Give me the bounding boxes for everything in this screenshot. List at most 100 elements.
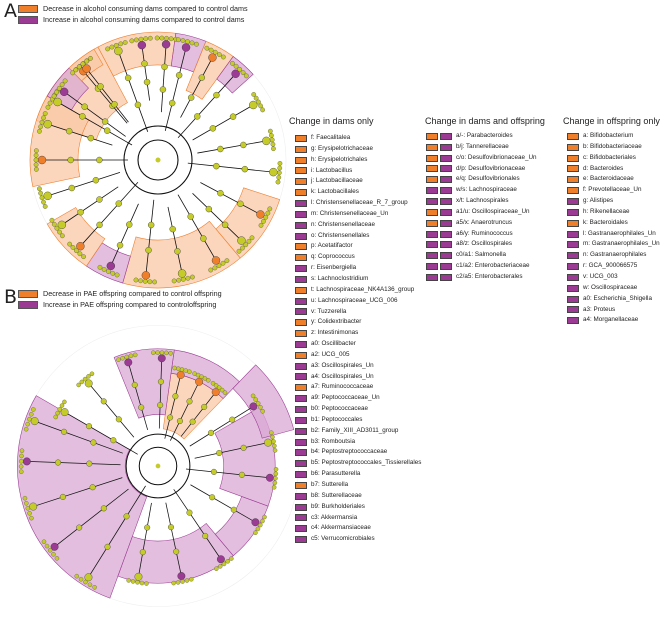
taxon-row: p: Acetatifactor (295, 241, 421, 252)
increase-swatch (440, 263, 452, 271)
tree-node (157, 354, 166, 363)
taxon-row: a: Bifidobacterium (567, 131, 660, 142)
root-node (155, 157, 161, 163)
tree-node (187, 213, 194, 220)
leaf-node (187, 369, 192, 374)
tree-branch (61, 186, 119, 226)
leaf-node (135, 580, 140, 585)
leaf-node (208, 267, 214, 273)
increase-swatch (295, 503, 307, 511)
tree-node (157, 402, 164, 409)
legend-item-decrease: Decrease in alcohol consuming dams compa… (18, 3, 248, 14)
taxon-label: d/p: Desulfovibrionaceae (456, 164, 526, 172)
tree-node (181, 43, 191, 52)
leaf-node (42, 111, 48, 116)
tree-branch (86, 68, 129, 123)
taxon-row: a5/x: Anaerotruncus (426, 218, 537, 229)
increase-swatch (440, 230, 452, 238)
leaf-node (273, 467, 279, 472)
leaf-node (62, 399, 67, 405)
increase-swatch (567, 263, 579, 271)
column-title-offspring-only: Change in offspring only (563, 116, 660, 126)
taxon-row: s: Lachnoclostridium (295, 274, 421, 285)
leaf-node (78, 577, 84, 582)
tree-node (210, 468, 217, 475)
taxon-row: b/j: Tannerellaceae (426, 142, 537, 153)
leaf-node (47, 548, 53, 553)
leaf-node (220, 260, 226, 266)
decrease-swatch (426, 176, 438, 184)
taxon-row: t: Lachnospiraceae_NK4A136_group (295, 285, 421, 296)
leaf-node (41, 539, 47, 544)
tree-node (262, 136, 271, 146)
tree-branch (197, 140, 267, 154)
leaf-node (82, 376, 88, 382)
tree-node (211, 388, 220, 397)
tree-branch (127, 362, 149, 431)
leaf-node (41, 115, 46, 121)
taxon-row: g: Alistipes (567, 196, 660, 207)
tree-node (141, 271, 151, 280)
taxon-label: n: Gastranaerophilales (583, 251, 647, 259)
tree-node (50, 542, 59, 551)
tree-branch (83, 70, 128, 124)
leaf-node (87, 582, 93, 587)
tree-node (159, 86, 167, 93)
leaf-node (51, 221, 57, 227)
tree-node (208, 429, 215, 436)
taxon-row: a/-: Parabacteroides (426, 131, 537, 142)
decrease-swatch (295, 178, 307, 186)
taxon-label: a8/z: Oscillospirales (456, 240, 512, 248)
taxon-label: v: Tuzzerella (311, 307, 347, 315)
leaf-node (54, 89, 59, 95)
leaf-node (73, 67, 79, 73)
decrease-swatch (295, 481, 307, 489)
leaf-node (84, 58, 89, 64)
tree-branch (145, 199, 155, 276)
increase-swatch (440, 143, 452, 151)
leaf-node (219, 387, 225, 393)
leaf-node (225, 559, 230, 564)
taxon-row: a9: Peptococcaceae_Un (295, 393, 421, 404)
leaf-node (79, 379, 85, 385)
leaf-node (168, 351, 173, 356)
increase-swatch (295, 536, 307, 544)
tree-node (124, 74, 132, 82)
increase-swatch (18, 300, 38, 309)
leaf-node (42, 204, 48, 209)
leaf-node (89, 371, 95, 376)
panel-b-letter: B (4, 286, 18, 308)
leaf-node (25, 506, 31, 511)
tree-node (161, 63, 168, 71)
leaf-node (45, 104, 51, 110)
increase-swatch (567, 197, 579, 205)
tree-node (43, 119, 52, 129)
leaf-node (216, 385, 222, 390)
tree-branch (164, 47, 187, 131)
increase-swatch (295, 406, 307, 414)
taxon-label: b4: Peptostreptococcaceae (311, 448, 388, 456)
leaf-node (270, 141, 276, 147)
taxon-label: m: Gastranaerophilales_Un (583, 240, 660, 248)
leaf-node (159, 35, 165, 41)
tree-node (237, 200, 244, 208)
legend-item-increase: Increase in PAE offspring compared to co… (18, 299, 222, 310)
leaf-node (74, 248, 79, 254)
leaf-node (59, 403, 65, 408)
taxon-row: h: Rikenellaceae (567, 207, 660, 218)
tree-node (168, 99, 176, 107)
panel-a-legend: Decrease in alcohol consuming dams compa… (18, 3, 248, 25)
leaf-node (33, 152, 39, 158)
leaf-node (258, 223, 264, 228)
increase-swatch (295, 210, 307, 218)
decrease-swatch (295, 286, 307, 294)
leaf-node (39, 119, 45, 125)
increase-swatch (426, 197, 438, 205)
leaf-node (269, 133, 274, 138)
increase-swatch (295, 460, 307, 468)
tree-node (134, 572, 143, 581)
tree-node (59, 493, 66, 500)
tree-node (213, 91, 220, 99)
decrease-swatch (426, 143, 438, 151)
